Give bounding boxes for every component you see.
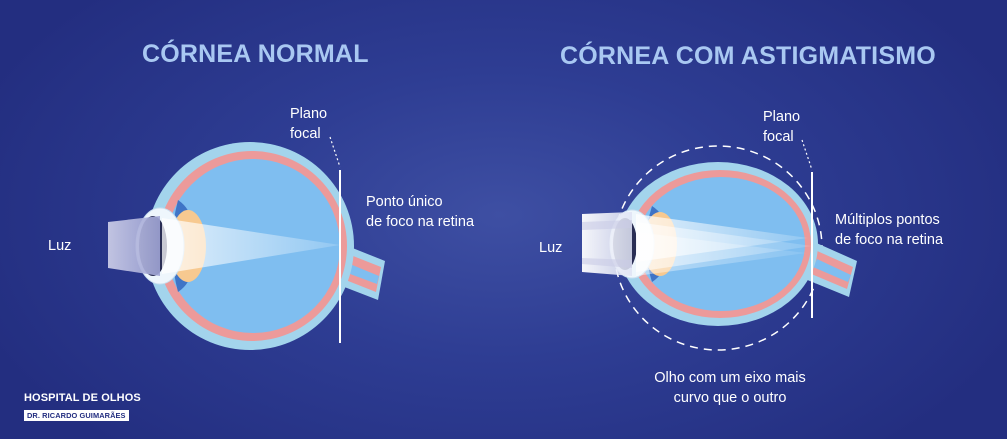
normal-focal-plane-label: Plano focal — [290, 106, 328, 142]
optic-nerve — [805, 241, 857, 297]
light-source — [108, 216, 160, 276]
astigmatism-focal-plane-label: Plano focal — [763, 109, 801, 145]
normal-focus-point-label: Ponto único de foco na retina — [366, 194, 475, 230]
hospital-logo: HOSPITAL DE OLHOS DR. RICARDO GUIMARÃES — [24, 392, 141, 423]
astigmatism-axis-note: Olho com um eixo mais curvo que o outro — [654, 370, 806, 406]
logo-line-1: HOSPITAL DE OLHOS — [24, 392, 141, 404]
logo-line-2: DR. RICARDO GUIMARÃES — [24, 410, 129, 421]
astigmatism-light-label: Luz — [539, 240, 563, 256]
astigmatism-title: CÓRNEA COM ASTIGMATISMO — [560, 42, 936, 70]
normal-title: CÓRNEA NORMAL — [142, 40, 369, 68]
normal-eye — [108, 136, 385, 350]
astigmatism-eye — [582, 139, 857, 351]
astigmatism-focus-points-label: Múltiplos pontos de foco na retina — [835, 212, 944, 248]
normal-light-label: Luz — [48, 238, 72, 254]
light-beam — [162, 218, 340, 274]
focal-plane-leader — [801, 139, 813, 171]
light-beam-3 — [636, 232, 806, 276]
focal-plane-leader — [329, 136, 341, 168]
